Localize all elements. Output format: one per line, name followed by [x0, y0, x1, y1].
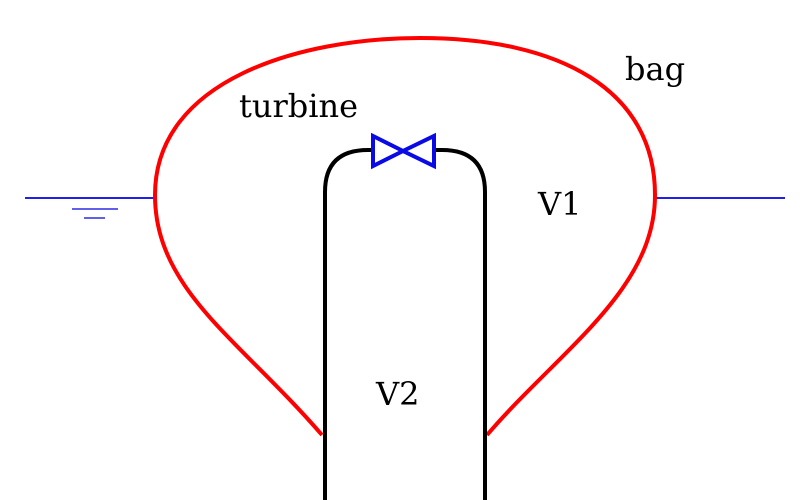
label-bag: bag: [625, 50, 685, 88]
label-v2: V2: [375, 375, 419, 413]
pipe: [323, 148, 487, 500]
label-v1: V1: [537, 185, 581, 223]
bag-outline: [152, 35, 658, 437]
label-turbine: turbine: [239, 87, 358, 125]
water-surface: [25, 197, 785, 219]
turbine-valve-icon: [371, 132, 436, 170]
